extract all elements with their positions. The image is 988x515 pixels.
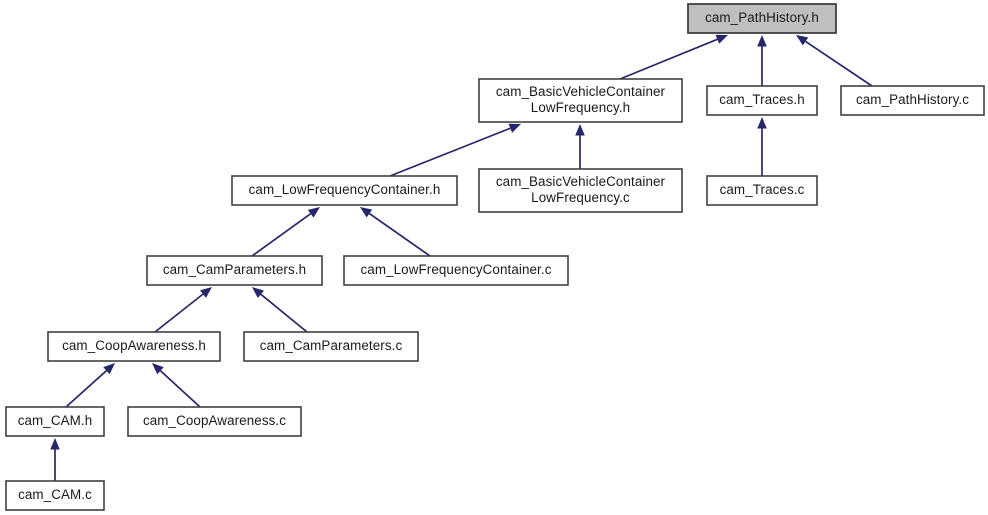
node-box[interactable] bbox=[478, 168, 683, 213]
dependency-arrowhead bbox=[360, 207, 373, 218]
dependency-edge bbox=[65, 370, 108, 408]
dependency-edge bbox=[389, 127, 511, 177]
dependency-edge bbox=[251, 213, 312, 257]
node-box[interactable] bbox=[687, 3, 837, 34]
dependency-arrowhead bbox=[152, 363, 164, 375]
dependency-arrowhead bbox=[508, 123, 521, 133]
node-box[interactable] bbox=[127, 406, 302, 437]
graph-node-cam_CoopAwareness_h[interactable]: cam_CoopAwareness.h bbox=[47, 331, 221, 362]
dependency-arrowhead bbox=[796, 35, 809, 46]
graph-node-cam_CoopAwareness_c[interactable]: cam_CoopAwareness.c bbox=[127, 406, 302, 437]
dependency-edge bbox=[619, 38, 718, 80]
node-box[interactable] bbox=[343, 255, 569, 286]
edges-layer bbox=[50, 34, 873, 481]
node-box[interactable] bbox=[840, 85, 985, 116]
dependency-edge bbox=[805, 40, 873, 87]
graph-node-cam_CAM_h[interactable]: cam_CAM.h bbox=[5, 406, 105, 437]
dependency-arrowhead bbox=[103, 363, 115, 375]
graph-node-cam_PathHistory_h[interactable]: cam_PathHistory.h bbox=[687, 3, 837, 34]
graph-node-cam_PathHistory_c[interactable]: cam_PathHistory.c bbox=[840, 85, 985, 116]
node-box[interactable] bbox=[706, 85, 818, 116]
dependency-arrowhead bbox=[50, 438, 60, 450]
dependency-edge bbox=[154, 293, 204, 333]
dependency-arrowhead bbox=[252, 287, 264, 298]
node-box[interactable] bbox=[231, 175, 458, 206]
node-box[interactable] bbox=[5, 406, 105, 437]
nodes-layer: cam_PathHistory.h cam_BasicVehicleContain… bbox=[5, 3, 985, 511]
dependency-arrowhead bbox=[307, 207, 320, 218]
graph-node-cam_CAM_c[interactable]: cam_CAM.c bbox=[5, 480, 105, 511]
dependency-edge bbox=[159, 370, 201, 408]
dependency-edge bbox=[368, 212, 431, 257]
dependency-arrowhead bbox=[199, 287, 212, 298]
node-box[interactable] bbox=[146, 255, 323, 286]
node-box[interactable] bbox=[243, 331, 419, 362]
graph-node-cam_CamParameters_h[interactable]: cam_CamParameters.h bbox=[146, 255, 323, 286]
dependency-edge bbox=[260, 293, 308, 333]
graph-node-cam_CamParameters_c[interactable]: cam_CamParameters.c bbox=[243, 331, 419, 362]
node-box[interactable] bbox=[5, 480, 105, 511]
graph-node-cam_LowFrequencyContainer_h[interactable]: cam_LowFrequencyContainer.h bbox=[231, 175, 458, 206]
node-box[interactable] bbox=[47, 331, 221, 362]
node-box[interactable] bbox=[706, 175, 818, 206]
node-box[interactable] bbox=[478, 78, 683, 123]
dependency-arrowhead bbox=[575, 124, 585, 136]
dependency-arrowhead bbox=[715, 34, 728, 44]
dependency-arrowhead bbox=[757, 117, 767, 129]
dependency-arrowhead bbox=[757, 35, 767, 47]
graph-node-cam_Traces_c[interactable]: cam_Traces.c bbox=[706, 175, 818, 206]
graph-node-cam_LowFrequencyContainer_c[interactable]: cam_LowFrequencyContainer.c bbox=[343, 255, 569, 286]
graph-node-cam_Traces_h[interactable]: cam_Traces.h bbox=[706, 85, 818, 116]
